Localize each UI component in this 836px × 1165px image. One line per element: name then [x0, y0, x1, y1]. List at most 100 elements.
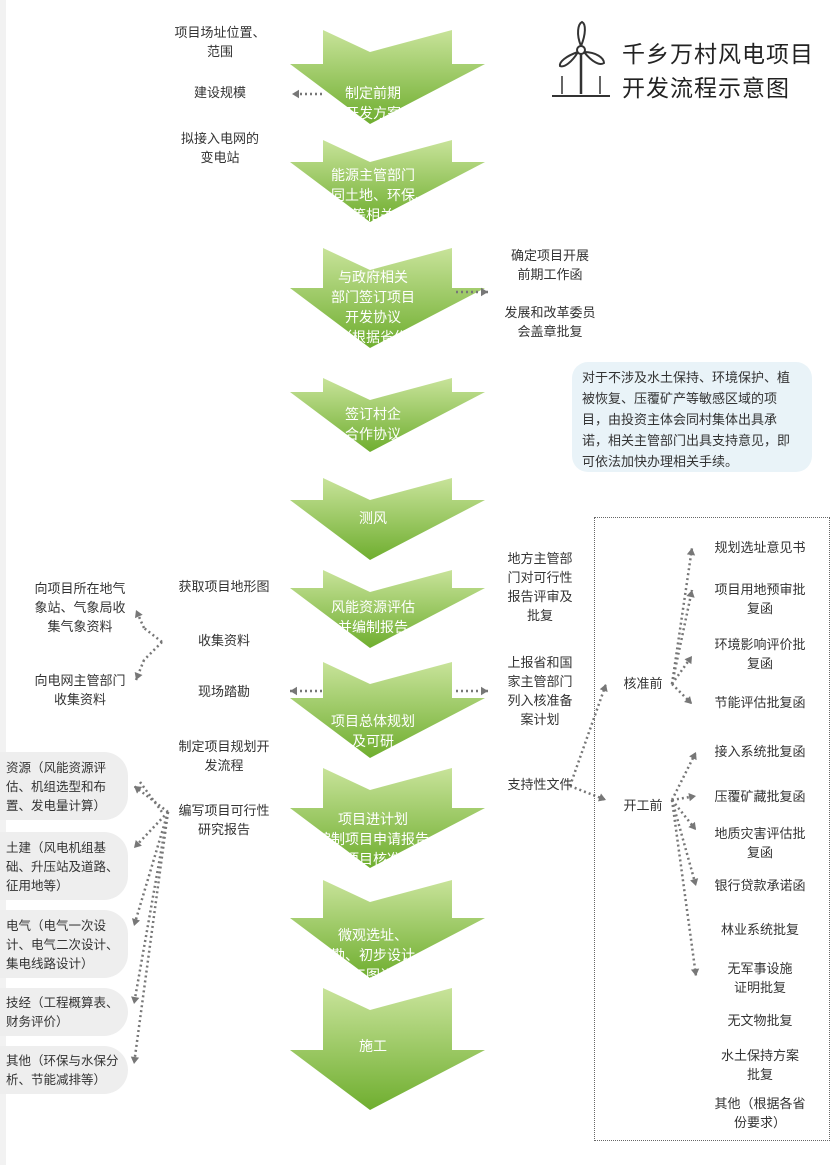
report-part-pill: [0, 752, 128, 820]
connector-doc: [670, 751, 698, 801]
wind-turbine-icon: [548, 18, 614, 104]
arrowhead: [481, 287, 488, 297]
step-7-label: 项目总体规划 及可研: [331, 714, 415, 750]
collect-item-weather: 向项目所在地气 象站、气象局收 集气象资料: [34, 582, 126, 635]
arrowhead: [131, 996, 140, 1004]
connector-collect: [143, 641, 163, 661]
doc-bank-loan: 银行贷款承诺函: [714, 879, 806, 894]
report-part-pill: [0, 1046, 128, 1094]
arrowhead: [134, 671, 143, 680]
flow-arrow-2: [290, 140, 485, 222]
step-4-label: 签订村企 合作协议: [345, 407, 401, 443]
approval-item-supporting: 支持性文件: [507, 778, 573, 793]
connector-doc: [670, 589, 694, 685]
arrowhead: [689, 752, 697, 761]
survey-item-collect: 收集资料: [197, 634, 250, 649]
flow-arrow-3: [290, 248, 485, 348]
step-2-label: 能源主管部门 会同土地、环保、 规划等相关部门 确认相关开发方案: [317, 168, 429, 244]
flow-arrow-10: [290, 988, 485, 1110]
doc-land-precheck: 项目用地预审批 复函: [714, 583, 806, 617]
flow-arrow-6: [290, 570, 485, 648]
arrowhead: [688, 793, 696, 802]
survey-item-site-visit: 现场踏勘: [197, 685, 250, 700]
report-part-pill: [0, 910, 128, 978]
report-part-electrical: 电气（电气一次设 计、电气二次设计、 集电线路设计）: [6, 918, 119, 971]
flow-arrow-8: [290, 768, 485, 868]
report-part-pill: [0, 832, 128, 900]
doc-site-selection: 规划选址意见书: [714, 541, 806, 556]
arrowhead: [292, 89, 299, 99]
survey-item-feasibility: 编写项目可行性 研究报告: [178, 804, 270, 838]
arrowhead: [599, 684, 608, 692]
plan-item-scale: 建设规模: [193, 86, 246, 101]
step-10-label: 施工: [359, 1039, 387, 1055]
connector-doc: [671, 799, 697, 831]
connector-supporting-pre: [568, 683, 608, 787]
diagram-title-line2: 开发流程示意图: [622, 76, 790, 102]
arrowhead: [131, 918, 141, 926]
approval-item-review: 地方主管部 门对可行性 报告评审及 批复: [507, 552, 573, 624]
plan-item-site: 项目场址位置、 范围: [174, 26, 266, 60]
connector-report-2: [133, 811, 169, 849]
agreement-item-approval: 发展和改革委员 会盖章批复: [504, 306, 596, 340]
arrowhead: [684, 696, 692, 704]
arrowhead: [686, 590, 695, 598]
flow-arrow-4: [290, 378, 485, 452]
approval-item-report: 上报省和国 家主管部门 列入核准备 案计划: [507, 656, 573, 728]
step-5-label: 测风: [359, 511, 387, 527]
arrowhead: [690, 968, 700, 976]
collect-item-grid: 向电网主管部门 收集资料: [34, 674, 126, 708]
survey-item-plan-process: 制定项目规划开 发流程: [178, 740, 270, 774]
report-part-other: 其他（环保与水保分 析、节能减排等）: [6, 1053, 119, 1087]
page-edge: [0, 0, 6, 1165]
arrowhead: [135, 610, 143, 619]
doc-other: 其他（根据各省 份要求）: [714, 1097, 806, 1131]
flow-arrow-7: [290, 662, 485, 758]
pre-construction-label: 开工前: [623, 799, 663, 814]
report-part-resource: 资源（风能资源评 估、机组选型和布 置、发电量计算）: [6, 760, 107, 813]
documents-box: [594, 517, 830, 1141]
doc-geohazard: 地质灾害评估批 复函: [714, 827, 806, 861]
doc-soil-water: 水土保持方案 批复: [720, 1049, 799, 1083]
doc-no-relics: 无文物批复: [727, 1014, 793, 1029]
connector-doc: [670, 655, 694, 685]
arrowhead: [688, 821, 696, 830]
report-part-civil: 土建（风电机组基 础、升压站及道路、 征用地等）: [6, 840, 119, 893]
arrowhead: [686, 548, 696, 556]
doc-eia: 环境影响评价批 复函: [714, 638, 806, 672]
doc-no-military: 无军事设施 证明批复: [727, 962, 793, 996]
doc-grid-access: 接入系统批复函: [714, 745, 806, 760]
doc-mineral: 压覆矿藏批复函: [714, 790, 806, 805]
connector-report: [138, 781, 164, 813]
arrowhead: [690, 878, 699, 886]
step-9-label: 微观选址、 详勘、初步设计、 施工图设计: [317, 928, 429, 984]
step-6-label: 风能资源评估 并编制报告: [331, 600, 415, 636]
arrowhead: [134, 786, 143, 794]
arrowhead: [130, 1056, 140, 1064]
diagram-title-line1: 千乡万村风电项目: [622, 42, 814, 68]
step-3-label: 与政府相关 部门签订项目 开发协议 （根据省份 要求办理）: [331, 270, 415, 366]
doc-energy-saving: 节能评估批复函: [714, 696, 806, 711]
connector-collect: [143, 627, 163, 643]
plan-item-substation: 拟接入电网的 变电站: [180, 132, 259, 166]
report-part-pill: [0, 988, 128, 1036]
step-1-label: 制定前期 开发方案: [345, 86, 401, 122]
connector-supporting: [569, 784, 607, 802]
arrowhead: [481, 686, 488, 696]
connector-collect-grid: [134, 659, 146, 681]
agreement-item-letter: 确定项目开展 前期工作函: [510, 249, 589, 283]
arrowhead: [597, 793, 606, 802]
report-part-economics: 技经（工程概算表、 财务评价）: [6, 995, 119, 1029]
flow-arrow-9: [290, 880, 485, 978]
flow-arrow-1: [290, 30, 485, 124]
note-bubble: 对于不涉及水土保持、环境保护、植被恢复、压覆矿产等敏感区域的项目，由投资主体会同…: [572, 362, 812, 472]
arrowhead: [134, 840, 142, 848]
flow-arrow-5: [290, 478, 485, 560]
arrowhead: [290, 686, 297, 696]
doc-forestry: 林业系统批复: [720, 923, 799, 938]
arrowhead: [684, 656, 692, 665]
pre-approval-label: 核准前: [623, 677, 663, 692]
